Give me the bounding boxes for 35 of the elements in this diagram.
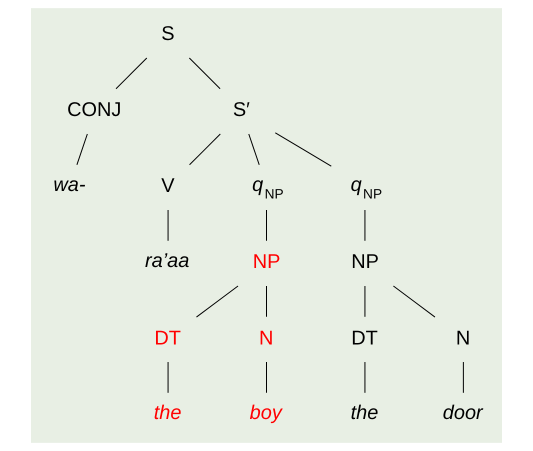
connector <box>266 362 267 394</box>
node-text: wa- <box>53 174 86 196</box>
node-text: NP <box>252 251 280 274</box>
node-text: the <box>350 402 378 424</box>
node-text: S <box>161 23 175 46</box>
connector <box>364 362 366 394</box>
connector <box>168 362 169 394</box>
connector <box>76 134 88 166</box>
connector <box>168 210 169 242</box>
connector <box>189 134 221 166</box>
node-text: door <box>442 402 483 424</box>
connector <box>364 210 366 242</box>
node-text: S′ <box>232 99 250 122</box>
connector <box>188 58 221 90</box>
node-text: the <box>154 402 182 424</box>
connector <box>196 286 239 318</box>
connector <box>462 362 464 394</box>
node-text: DT <box>351 327 378 350</box>
node-text: DT <box>154 327 181 350</box>
connector <box>274 132 332 167</box>
node-text: N <box>456 327 470 350</box>
connector <box>266 210 267 242</box>
node-text: NP <box>351 251 379 274</box>
connector <box>364 286 366 318</box>
node-text: q$_{NP}$ <box>252 174 284 202</box>
node-text: V <box>161 175 175 198</box>
connector <box>392 286 436 318</box>
connector <box>266 286 267 318</box>
node-text: CONJ <box>67 99 122 122</box>
connector <box>116 58 148 90</box>
connector <box>248 134 260 166</box>
node-text: N <box>259 327 274 350</box>
node-text: boy <box>250 402 282 424</box>
node-text: q$_{NP}$ <box>350 174 382 202</box>
node-text: ra’aa <box>145 250 190 272</box>
